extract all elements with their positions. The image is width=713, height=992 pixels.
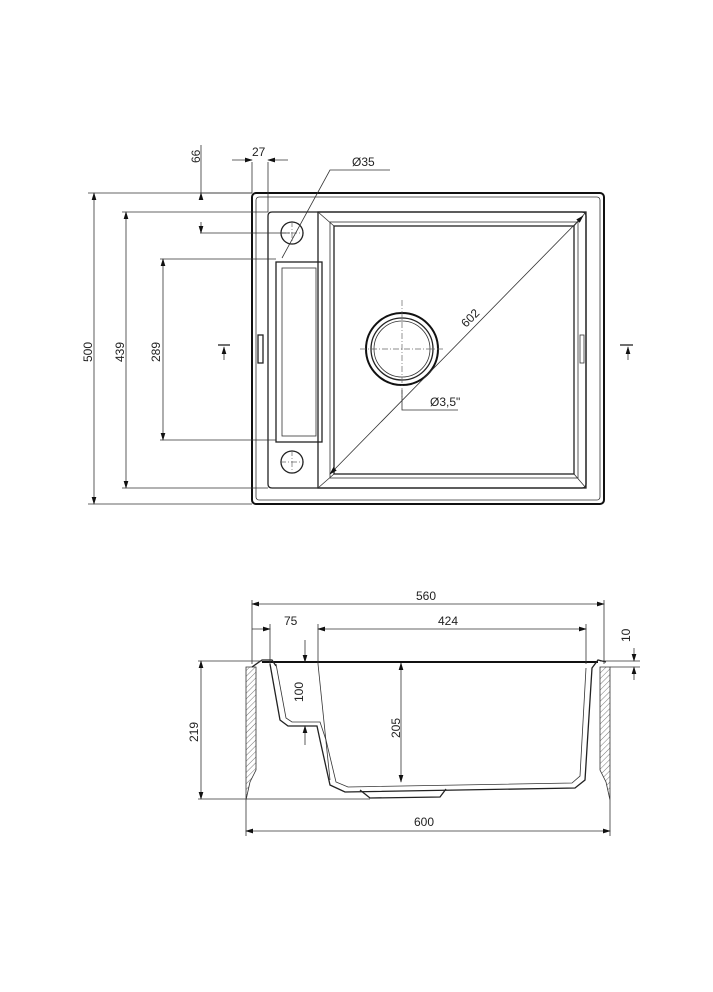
dim-hole-offset-horizontal: 27	[252, 145, 266, 159]
dim-drainer-width: 75	[284, 614, 298, 628]
dim-overall-width: 600	[414, 815, 434, 829]
dim-rim-thickness: 10	[619, 628, 633, 642]
dim-inner-width: 560	[416, 589, 436, 603]
dim-overall-height: 500	[81, 342, 95, 362]
dim-drain-diameter: Ø3,5"	[430, 395, 460, 409]
dim-diagonal: 602	[458, 306, 482, 330]
dim-drainer-depth: 100	[292, 682, 306, 702]
dim-hole-offset-vertical: 66	[189, 149, 203, 163]
section-view: 100 205 219 560 75 424 10	[187, 589, 640, 836]
section-marker-right-icon	[620, 344, 633, 360]
dim-tap-hole-diameter: Ø35	[352, 155, 375, 169]
dim-overall-depth: 219	[187, 722, 201, 742]
section-marker-left-icon	[218, 344, 230, 360]
dim-drainer-height: 289	[149, 342, 163, 362]
top-view: 602 Ø3,5" Ø35 27 66 500 439	[81, 145, 633, 505]
dim-bowl-width: 424	[438, 614, 458, 628]
dim-bowl-depth: 205	[389, 718, 403, 738]
dim-inner-height: 439	[113, 342, 127, 362]
